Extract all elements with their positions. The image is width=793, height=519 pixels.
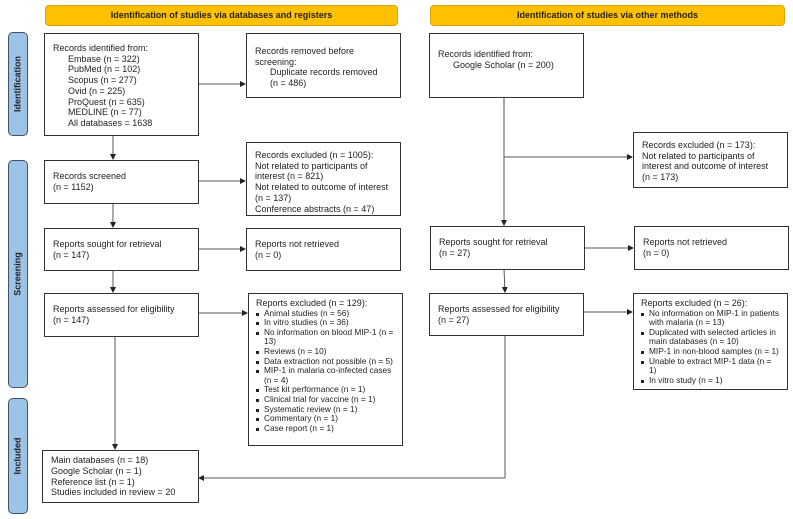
records-removed-box: Records removed before screening: Duplic…	[246, 33, 401, 98]
box-title: Records excluded (n = 173):	[642, 140, 756, 150]
header-databases: Identification of studies via databases …	[45, 5, 398, 26]
list-item: Main databases (n = 18)	[51, 455, 149, 466]
box-title: Reports not retrieved	[643, 237, 728, 248]
exclusion-reason: Clinical trial for vaccine (n = 1)	[256, 394, 395, 405]
box-title: Records screened	[53, 171, 127, 182]
arrow-right-to-included	[198, 335, 506, 481]
exclusion-reason: MIP-1 in malaria co-infected cases (n = …	[256, 365, 395, 385]
box-title: Records identified from:	[53, 43, 149, 53]
list-item: MEDLINE (n = 77)	[68, 107, 142, 118]
exclusion-reason: Animal studies (n = 56)	[256, 308, 395, 319]
phase-label: Included	[12, 437, 23, 475]
exclusion-reason: Systematic review (n = 1)	[256, 404, 395, 415]
box-title: Reports excluded (n = 129):	[256, 298, 368, 308]
exclusion-reason: No information on blood MIP-1 (n = 13)	[256, 327, 395, 347]
box-title: Reports not retrieved	[255, 238, 340, 249]
phase-label: Screening	[12, 252, 23, 296]
other-reports-excluded-box: Reports excluded (n = 26): No informatio…	[633, 293, 788, 390]
list-item: ProQuest (n = 635)	[68, 96, 145, 107]
box-count: (n = 0)	[255, 249, 282, 260]
list-item: Reference list (n = 1)	[51, 476, 135, 487]
exclusion-reason: Duplicated with selected articles in mai…	[641, 327, 780, 347]
reports-assessed-box: Reports assessed for eligibility(n = 147…	[44, 293, 199, 337]
list-item: All databases = 1638	[68, 117, 153, 128]
other-reports-assessed-box: Reports assessed for eligibility(n = 27)	[429, 293, 584, 336]
list-item: Ovid (n = 225)	[68, 85, 126, 96]
box-count: (n = 147)	[53, 249, 90, 260]
header-text: Identification of studies via databases …	[110, 10, 333, 21]
box-count: (n = 1152)	[53, 182, 94, 192]
list-item: Embase (n = 322)	[68, 53, 140, 64]
list-item: Studies included in review = 20	[51, 487, 176, 498]
box-title: Reports sought for retrieval	[53, 238, 162, 249]
reports-sought-box: Reports sought for retrieval(n = 147)	[44, 228, 199, 271]
exclusion-reason: Data extraction not possible (n = 5)	[256, 356, 395, 367]
exclusion-reason: MIP-1 in non-blood samples (n = 1)	[641, 346, 780, 357]
other-reports-sought-box: Reports sought for retrieval(n = 27)	[430, 226, 585, 270]
removed-count: (n = 486)	[270, 78, 307, 89]
reports-excluded-box: Reports excluded (n = 129): Animal studi…	[248, 293, 403, 446]
exclusion-reason: In vitro studies (n = 36)	[256, 318, 395, 328]
box-title: Reports sought for retrieval	[439, 237, 548, 248]
phase-included: Included	[8, 398, 28, 514]
list-item: Conference abstracts (n = 47)	[255, 203, 375, 214]
removed-label: Duplicate records removed	[270, 67, 378, 78]
box-count: (n = 173)	[642, 172, 679, 183]
phase-identification: Identification	[8, 32, 28, 136]
list-item: Google Scholar (n = 1)	[51, 465, 142, 476]
box-title: Reports assessed for eligibility	[438, 303, 560, 314]
records-screened-box: Records screened(n = 1152)	[44, 160, 199, 204]
records-identified-box: Records identified from: Embase (n = 322…	[44, 33, 199, 136]
phase-screening: Screening	[8, 160, 28, 388]
list-item: Not related to outcome of interest (n = …	[255, 182, 389, 203]
other-records-identified-box: Records identified from: Google Scholar …	[429, 33, 584, 98]
list-item: Google Scholar (n = 200)	[453, 59, 554, 70]
records-excluded-box: Records excluded (n = 1005): Not related…	[246, 142, 401, 216]
box-count: (n = 27)	[439, 248, 471, 258]
box-title: Records removed before screening:	[255, 46, 355, 67]
exclusion-reason: Case report (n = 1)	[256, 423, 395, 434]
box-count: (n = 147)	[53, 315, 90, 325]
box-title: Records identified from:	[438, 49, 534, 59]
exclusion-reason: In vitro study (n = 1)	[641, 375, 780, 386]
exclusion-reason: Commentary (n = 1)	[256, 414, 395, 424]
reports-not-retrieved-box: Reports not retrieved(n = 0)	[246, 228, 401, 271]
box-title: Reports excluded (n = 26):	[641, 298, 748, 308]
exclusion-reason: No information on MIP-1 in patients with…	[641, 308, 780, 328]
list-item: Not related to participants of interest …	[642, 150, 769, 172]
box-count: (n = 27)	[438, 314, 470, 325]
exclusion-reason: Unable to extract MIP-1 data (n = 1)	[641, 356, 780, 376]
list-item: PubMed (n = 102)	[68, 64, 141, 75]
list-item: Not related to participants of interest …	[255, 160, 368, 182]
arrow-right-to-assessed	[501, 268, 508, 293]
header-text: Identification of studies via other meth…	[516, 10, 699, 21]
exclusion-reason: Test kit performance (n = 1)	[256, 385, 395, 395]
box-title: Reports assessed for eligibility	[53, 304, 175, 315]
box-title: Records excluded (n = 1005):	[255, 150, 374, 160]
list-item: Scopus (n = 277)	[68, 75, 137, 86]
exclusion-reason: Reviews (n = 10)	[256, 346, 395, 357]
phase-label: Identification	[12, 56, 23, 112]
studies-included-box: Main databases (n = 18) Google Scholar (…	[42, 450, 199, 503]
header-other-methods: Identification of studies via other meth…	[430, 5, 785, 26]
other-reports-not-retrieved-box: Reports not retrieved(n = 0)	[634, 226, 789, 270]
other-records-excluded-box: Records excluded (n = 173): Not related …	[633, 132, 788, 188]
box-count: (n = 0)	[643, 248, 670, 258]
